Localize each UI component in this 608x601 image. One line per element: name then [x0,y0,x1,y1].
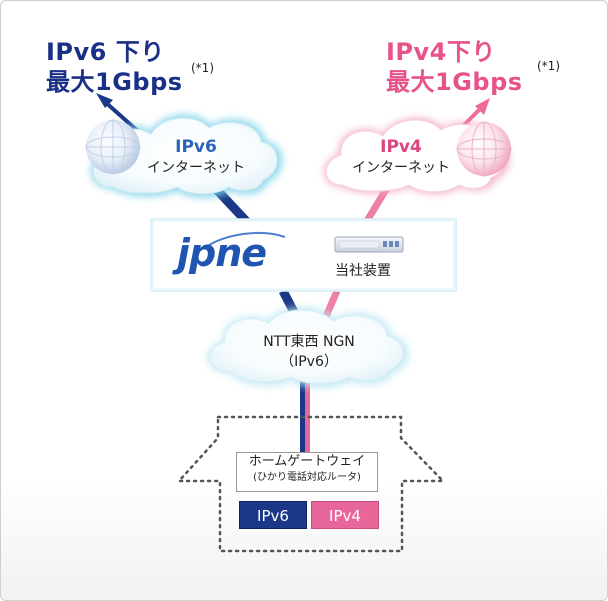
ipv4-port-label: IPv4 [311,501,379,529]
jpne-logo: jpne [177,231,267,275]
ngn-cloud-label: NTT東西 NGN （IPv6） [229,332,389,372]
ipv4-speed-title: IPv4下り [386,38,496,66]
globe-blue-icon [85,119,141,175]
ngn-to-gateway-link [300,379,310,459]
ngn-cloud-subtitle: （IPv6） [280,354,338,370]
home-gateway-subtitle: (ひかり電話対応ルータ) [253,472,361,483]
home-gateway-title: ホームゲートウェイ [248,454,366,469]
globe-pink-icon [456,121,512,177]
ipv6-speed-value: 最大1Gbps [46,68,183,96]
provider-box [150,218,457,292]
ipv4-speed-value: 最大1Gbps [386,68,523,96]
device-label: 当社装置 [335,263,391,279]
home-gateway-box: ホームゲートウェイ (ひかり電話対応ルータ) [236,452,378,492]
ipv6-cloud-subtitle: インターネット [147,160,245,176]
ngn-cloud [207,307,409,388]
ipv4-cloud-subtitle: インターネット [352,160,450,176]
home-outline [176,415,446,553]
ipv4-cloud-label: IPv4 インターネット [326,137,476,177]
ipv6-port-label: IPv6 [239,501,307,529]
ipv6-speed-title: IPv6 下り [46,38,165,66]
jpne-swoosh [202,232,286,250]
ipv6-speed-note: (*1) [191,61,214,75]
ipv6-cloud-label: IPv6 インターネット [121,137,271,177]
ipv4-speed-note: (*1) [537,59,560,73]
ngn-cloud-title: NTT東西 NGN [263,334,355,350]
device-icon [334,236,404,253]
ipv4-cloud-title: IPv4 [380,137,422,157]
ipv6-cloud-title: IPv6 [175,137,217,157]
